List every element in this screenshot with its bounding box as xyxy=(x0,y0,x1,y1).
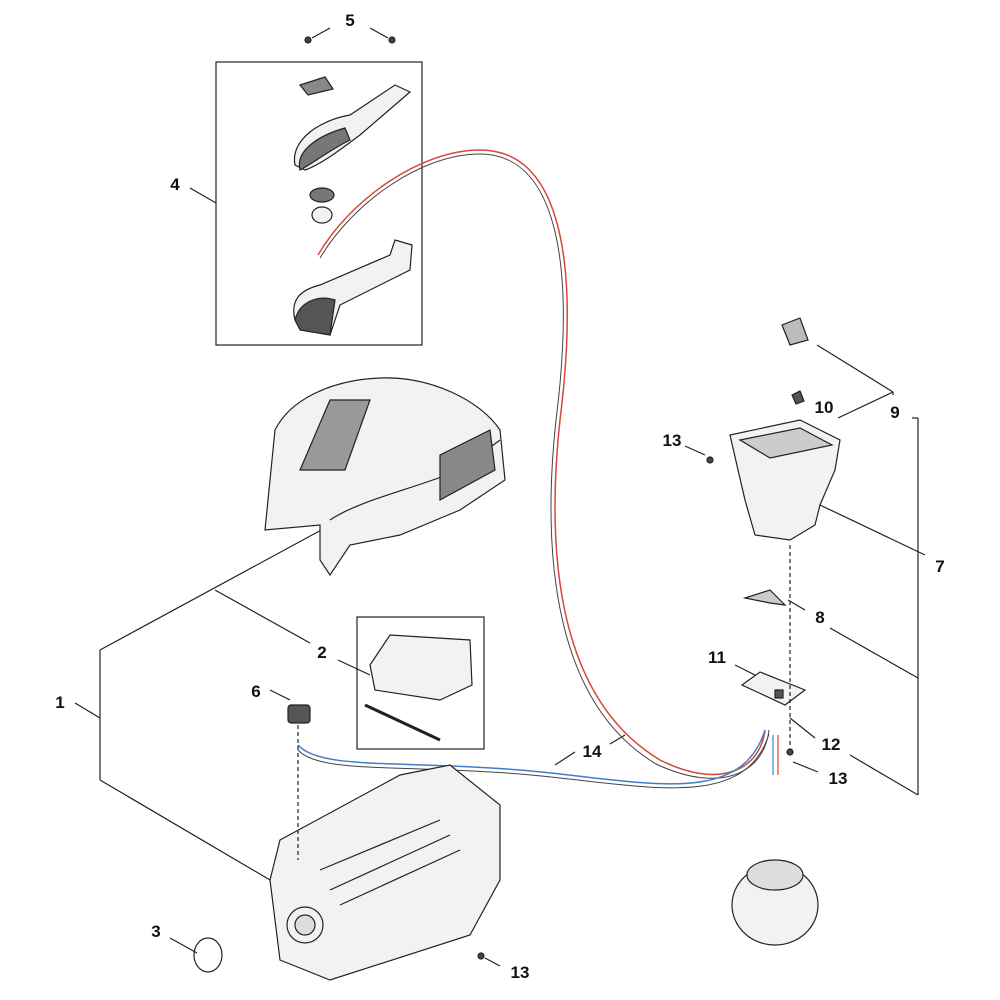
wire-blue xyxy=(297,729,766,785)
callout-8: 8 xyxy=(815,608,825,627)
callout-5: 5 xyxy=(345,11,355,30)
callout-10: 10 xyxy=(814,398,834,417)
callout-7: 7 xyxy=(935,557,945,576)
base-housing xyxy=(269,764,501,981)
cover-kit-box xyxy=(356,616,485,750)
callout-11: 11 xyxy=(708,648,726,667)
callout-12: 12 xyxy=(821,735,841,754)
callout-4: 4 xyxy=(170,175,180,194)
callout-13: 13 xyxy=(662,431,682,450)
callout-13: 13 xyxy=(828,769,848,788)
callout-3: 3 xyxy=(151,922,161,941)
callout-1: 1 xyxy=(55,693,65,712)
callout-2: 2 xyxy=(317,643,327,662)
callout-14: 14 xyxy=(582,742,602,761)
screws xyxy=(304,36,794,960)
logo-badge xyxy=(193,937,223,973)
callout-13: 13 xyxy=(510,963,530,982)
callout-6: 6 xyxy=(251,682,261,701)
callout-9: 9 xyxy=(890,403,900,422)
leader-lines xyxy=(74,27,926,967)
handle-parts xyxy=(293,76,413,336)
handle-assembly-box xyxy=(215,61,423,346)
wire-red xyxy=(317,149,766,776)
